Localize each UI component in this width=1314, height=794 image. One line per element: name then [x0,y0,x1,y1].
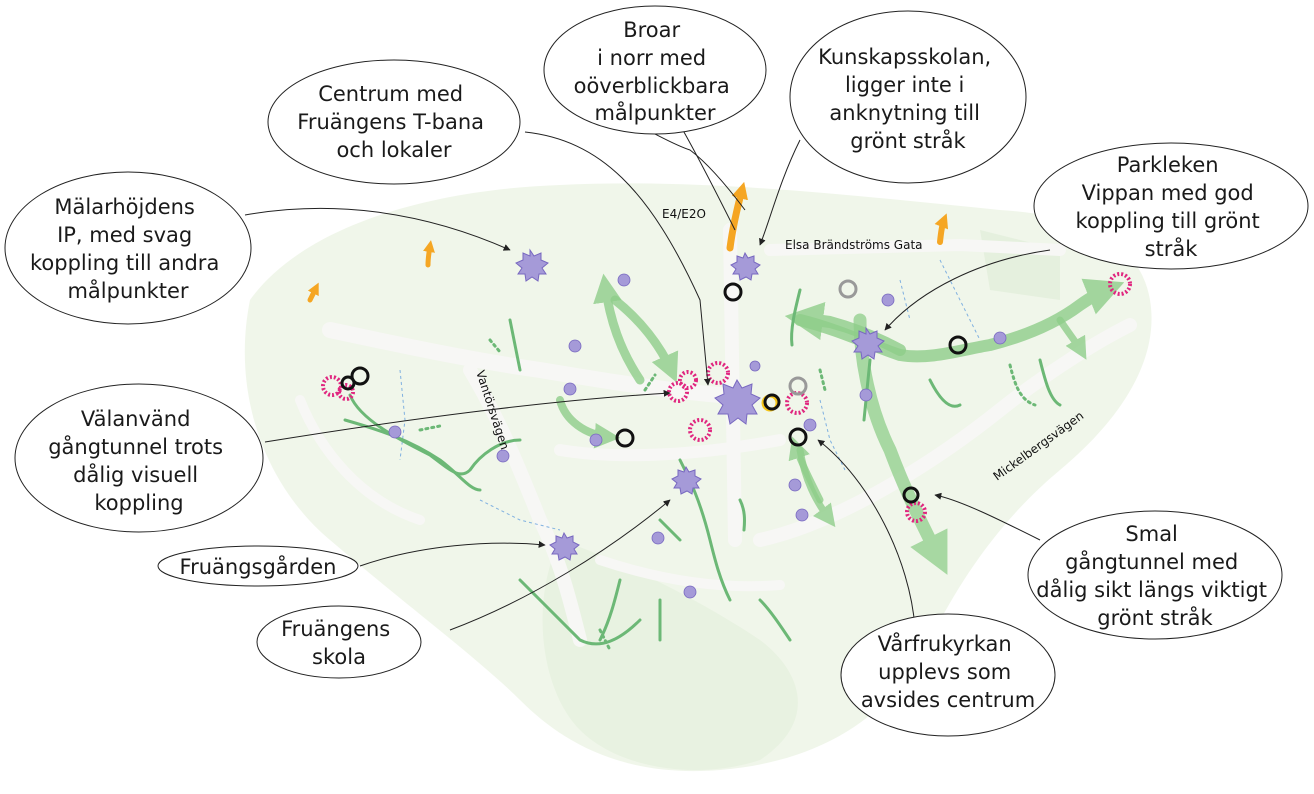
star-icon [714,378,761,425]
callout-parkleken: Parkleken Vippan med god koppling till g… [1033,142,1309,270]
callout-line: stråk [1145,236,1199,261]
callout-line: IP, med svag [57,223,192,247]
callout-line: dålig sikt längs viktigt [1036,577,1267,602]
callout-line: gångtunnel trots [48,434,223,459]
callout-line: skola [312,645,366,669]
star-icon [851,326,885,360]
leader-lines [244,101,1051,631]
svg-text:Smal gångtunnel med: Smal gångtunnel med dålig sikt längs vik… [1036,522,1273,630]
street-label-e4: E4/E2O [662,207,706,221]
callout-line: målpunkter [594,100,715,125]
callout-line: ligger inte i [845,73,964,97]
callout-line: Vårfrukyrkan [878,631,1012,656]
callout-centrum: Centrum med Fruängens T-bana och lokaler [267,59,521,185]
svg-text:Välanvänd gångtunnel tro: Välanvänd gångtunnel trots dålig visuell… [48,407,230,515]
grey-rings [788,279,858,396]
callout-malarhojd: Mälarhöjdens IP, med svag koppling till … [4,171,252,325]
star-icon [549,531,580,561]
callout-line: Centrum med [318,82,463,106]
callout-line: i norr med [597,46,706,70]
orange-arrows [307,181,949,303]
water-lines [399,259,981,531]
star-icon [515,248,549,282]
callout-line: grönt stråk [1097,605,1213,630]
callout-line: koppling [94,491,183,515]
callout-line: avsides centrum [861,688,1035,712]
callout-line: Parkleken [1117,153,1219,177]
callout-line: dålig visuell [73,462,198,487]
svg-text:Broar i norr med o: Broar i norr med oöverblickbara målpunkt… [574,18,737,125]
target-dots [388,273,1007,599]
callout-valanvand: Välanvänd gångtunnel trots dålig visuell… [14,383,264,533]
svg-text:Kunskapsskolan, ligger i: Kunskapsskolan, ligger inte i anknytning… [818,45,998,153]
star-icon [671,465,702,495]
callout-line: Broar [623,18,680,42]
callout-line: anknytning till [829,101,980,125]
callout-varfru: Vårfrukyrkan upplevs som avsides centrum [840,613,1056,737]
svg-text:Fruängsgården: Fruängsgården [180,554,337,579]
callout-fruangsgarden: Fruängsgården [157,545,359,587]
callout-kunskap: Kunskapsskolan, ligger inte i anknytning… [789,10,1027,184]
black-rings [340,282,968,504]
callout-line: grönt stråk [850,128,966,153]
callout-line: Kunskapsskolan, [818,45,991,69]
callout-line: och lokaler [336,138,451,162]
callout-smal: Smal gångtunnel med dålig sikt längs vik… [1027,510,1283,640]
target-stars-large [515,248,885,561]
svg-text:Fruängens skola: Fruängens skola [281,617,397,669]
callout-line: Vippan med god [1082,181,1254,205]
callout-broar: Broar i norr med oöverblickbara målpunkt… [543,5,767,135]
callout-line: upplevs som [878,660,1011,684]
callout-line: Mälarhöjdens [54,195,194,219]
callout-line: målpunkter [67,278,188,303]
callout-line: koppling till grönt [1076,209,1260,233]
star-icon [730,251,761,281]
callout-line: Fruängsgården [180,554,337,579]
svg-text:Parkleken Vippan med god: Parkleken Vippan med god koppling till g… [1076,153,1267,261]
svg-text:Mälarhöjdens IP, med sva: Mälarhöjdens IP, med svag koppling till … [30,195,226,303]
callout-line: Fruängens [281,617,390,641]
callout-line: Fruängens T-bana [297,110,484,134]
svg-text:Vårfrukyrkan upplevs som: Vårfrukyrkan upplevs som avsides centrum [861,631,1035,712]
callout-line: oöverblickbara [574,74,730,98]
callout-line: koppling till andra [30,251,219,275]
svg-text:Centrum med Fruängens T-: Centrum med Fruängens T-bana och lokaler [297,82,490,162]
callout-line: gångtunnel med [1065,549,1238,574]
street-label-elsa: Elsa Brändströms Gata [785,238,923,252]
dotted-paths [418,338,1037,652]
callout-line: Välanvänd [81,407,191,431]
callout-line: Smal [1125,522,1178,546]
callout-skola: Fruängens skola [256,605,422,679]
